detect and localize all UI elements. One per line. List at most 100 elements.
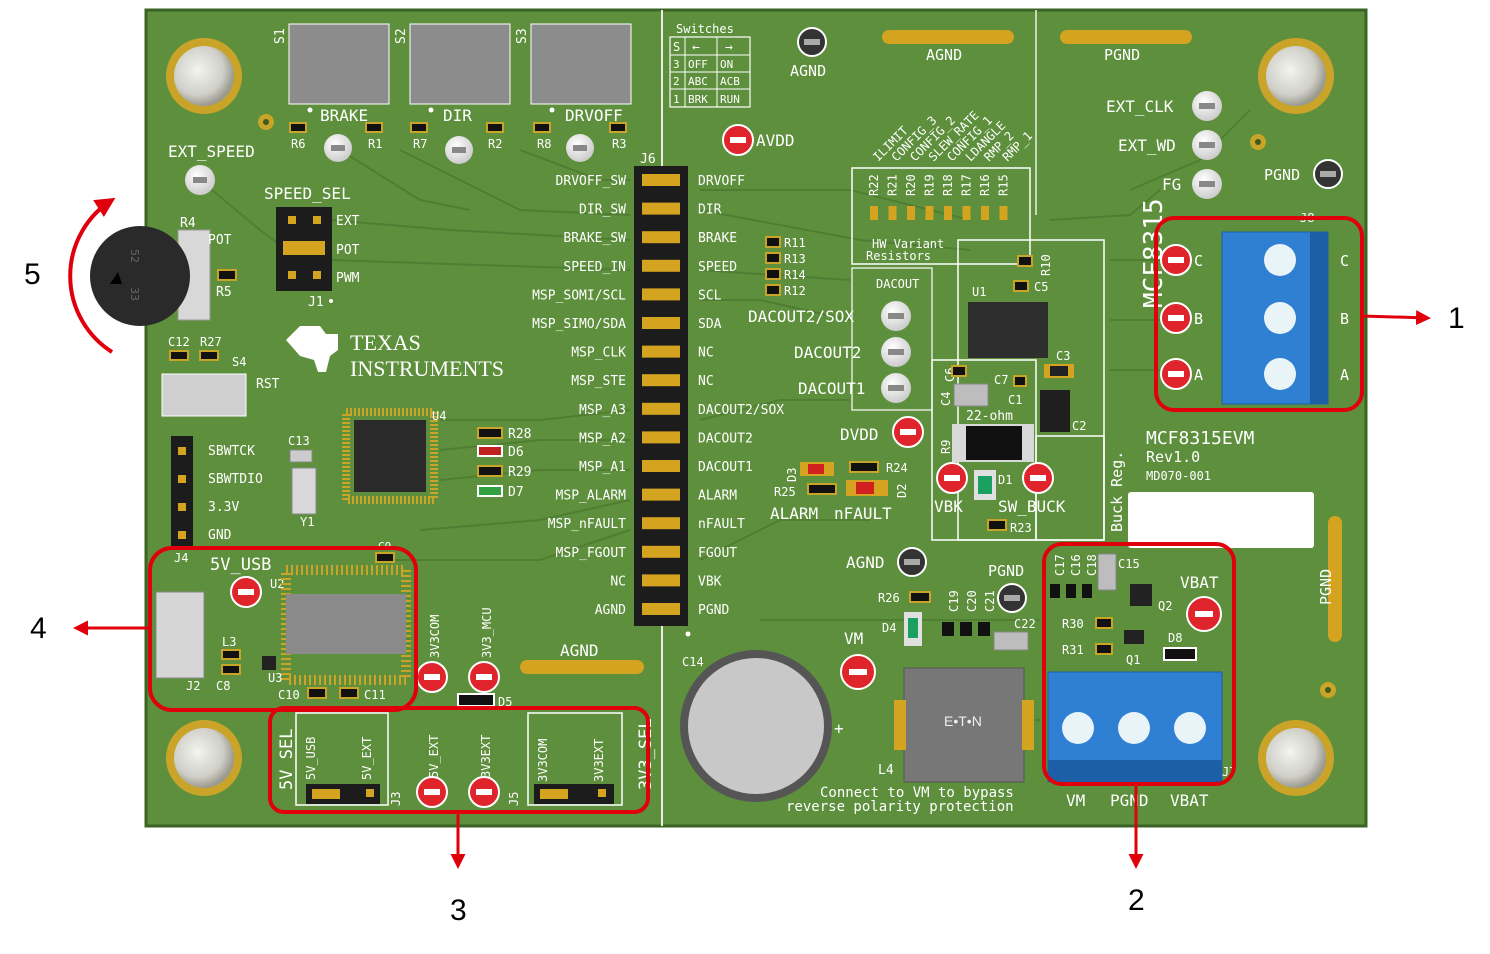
callout-3: 3	[450, 894, 467, 927]
s1-label: S1	[273, 28, 288, 44]
sel-pot: POT	[336, 243, 360, 258]
ref-c19: C19	[947, 590, 961, 612]
j6-right-label: PGND	[698, 603, 729, 618]
brake-label: BRAKE	[320, 106, 368, 125]
sel-ext: EXT	[336, 214, 360, 229]
phase-a-label: A	[1194, 366, 1203, 384]
power-section: PGND R26 C19 C20 C21 C22 D4 VM C14 + E•T…	[680, 553, 1236, 815]
label-blank	[1128, 492, 1314, 548]
j4-pin-sbwtdio: SBWTDIO	[208, 472, 263, 487]
j6-left-label: AGND	[595, 603, 626, 618]
ref-c18: C18	[1085, 554, 1099, 576]
ref-d4: D4	[882, 621, 896, 635]
mounting-holes	[166, 38, 1336, 796]
ref-r10: R10	[1039, 254, 1053, 276]
eaton-logo: E•T•N	[944, 713, 982, 729]
j6-jumper	[642, 488, 680, 501]
ref-u3: U3	[268, 671, 282, 685]
switch-table-r0c1: OFF	[688, 58, 708, 71]
j6-left-label: MSP_nFAULT	[548, 517, 626, 532]
ref-r9: R9	[939, 440, 953, 454]
sel-pwm: PWM	[336, 271, 360, 286]
ref-d5: D5	[498, 695, 512, 709]
ref-r5: R5	[216, 285, 232, 300]
mcu-chip	[354, 420, 426, 492]
j6-right-label: SCL	[698, 288, 722, 303]
ref-q2: Q2	[1158, 599, 1172, 613]
bypass-note-1: Connect to VM to bypass	[820, 785, 1014, 801]
board-part: MD070-001	[1146, 469, 1211, 483]
j6-right-label: BRAKE	[698, 231, 737, 246]
ti-brand-line2: INSTRUMENTS	[350, 356, 504, 381]
pot-label: POT	[208, 233, 232, 248]
j6-left-label: SPEED_IN	[563, 260, 626, 275]
variant-ref: R20	[904, 174, 918, 196]
ref-l4: L4	[878, 763, 894, 778]
variant-pad	[999, 206, 1008, 220]
inductor-l4	[903, 667, 1025, 783]
j6-jumper	[642, 402, 680, 415]
hw-variant-title-1: HW Variant	[872, 237, 944, 251]
j6-left-label: MSP_SOMI/SCL	[532, 288, 626, 303]
ref-u1: U1	[972, 285, 986, 299]
j6-jumper	[642, 460, 680, 472]
ref-c14: C14	[682, 655, 704, 669]
ref-u2: U2	[270, 577, 284, 591]
ref-r14: R14	[784, 268, 806, 282]
j6-jumper	[642, 231, 680, 244]
j6-left-label: DIR_SW	[579, 203, 626, 218]
ref-c15: C15	[1118, 557, 1140, 571]
variant-pad	[962, 206, 971, 220]
ref-c5: C5	[1034, 280, 1048, 294]
ref-c1: C1	[1008, 393, 1022, 407]
vm-label: VM	[844, 629, 863, 648]
jumper-3v3ext: 3V3EXT	[592, 739, 606, 782]
ref-r6: R6	[291, 137, 305, 151]
drvoff-label: DRVOFF	[565, 106, 623, 125]
ti-brand-line1: TEXAS	[350, 330, 421, 355]
board-id: MCF8315EVM Rev1.0 MD070-001 PGND	[1128, 428, 1342, 642]
phase-b-label: B	[1194, 310, 1203, 328]
j6-left-label: NC	[610, 574, 626, 589]
phase-a-label-right: A	[1340, 366, 1349, 384]
terminal-vm: VM	[1066, 791, 1085, 810]
callout-box-1	[1154, 216, 1364, 412]
ref-d1: D1	[998, 473, 1012, 487]
j6-right-label: SDA	[698, 317, 722, 332]
ref-r12: R12	[784, 284, 806, 298]
variant-pad	[907, 206, 915, 220]
ref-c11: C11	[364, 688, 386, 702]
vbat-top-label: VBAT	[1180, 573, 1219, 592]
ref-c13: C13	[288, 434, 310, 448]
ref-d3: D3	[785, 468, 799, 482]
potentiometer: 52 33 R4 POT R5 EXT_SPEED	[90, 142, 255, 326]
switch-table-h2: →	[725, 40, 733, 55]
usb-title: 5V_USB	[210, 555, 271, 575]
ref-r7: R7	[413, 137, 427, 151]
ref-r8: R8	[537, 137, 551, 151]
j6-jumper	[642, 517, 680, 530]
ref-r11: R11	[784, 236, 806, 250]
switch-table-h0: S	[673, 40, 680, 54]
switch-table-r2c1: BRK	[688, 93, 708, 106]
ref-r2: R2	[488, 137, 502, 151]
variant-pad	[944, 206, 952, 220]
ref-r28: R28	[508, 427, 531, 442]
usb-connector	[155, 591, 205, 679]
power-select: 3V3COM 3V3_MCU D5 AGND 5V_USB 5V_EXT 5V_…	[277, 607, 656, 808]
phase-c-label-right: C	[1340, 252, 1349, 270]
ref-c10: C10	[278, 688, 300, 702]
slide-switches: S1 S2 S3 BRAKE DIR DRVOFF	[273, 23, 632, 125]
ref-d6: D6	[508, 445, 524, 460]
j6-jumper	[642, 545, 680, 558]
ref-q1: Q1	[1126, 653, 1140, 667]
ohm-label: 22-ohm	[966, 409, 1013, 424]
dacout2-sox-label: DACOUT2/SOX	[748, 307, 854, 326]
alarm-label: ALARM	[770, 504, 818, 523]
j6-left-label: MSP_A2	[579, 431, 626, 446]
variant-ref: R18	[941, 174, 955, 196]
j6-jumper	[642, 431, 680, 444]
j4-header: SBWTCK SBWTDIO 3.3V GND J4	[171, 436, 263, 565]
agnd-mid-label: AGND	[846, 553, 885, 572]
board-name: MCF8315EVM	[1146, 428, 1255, 449]
